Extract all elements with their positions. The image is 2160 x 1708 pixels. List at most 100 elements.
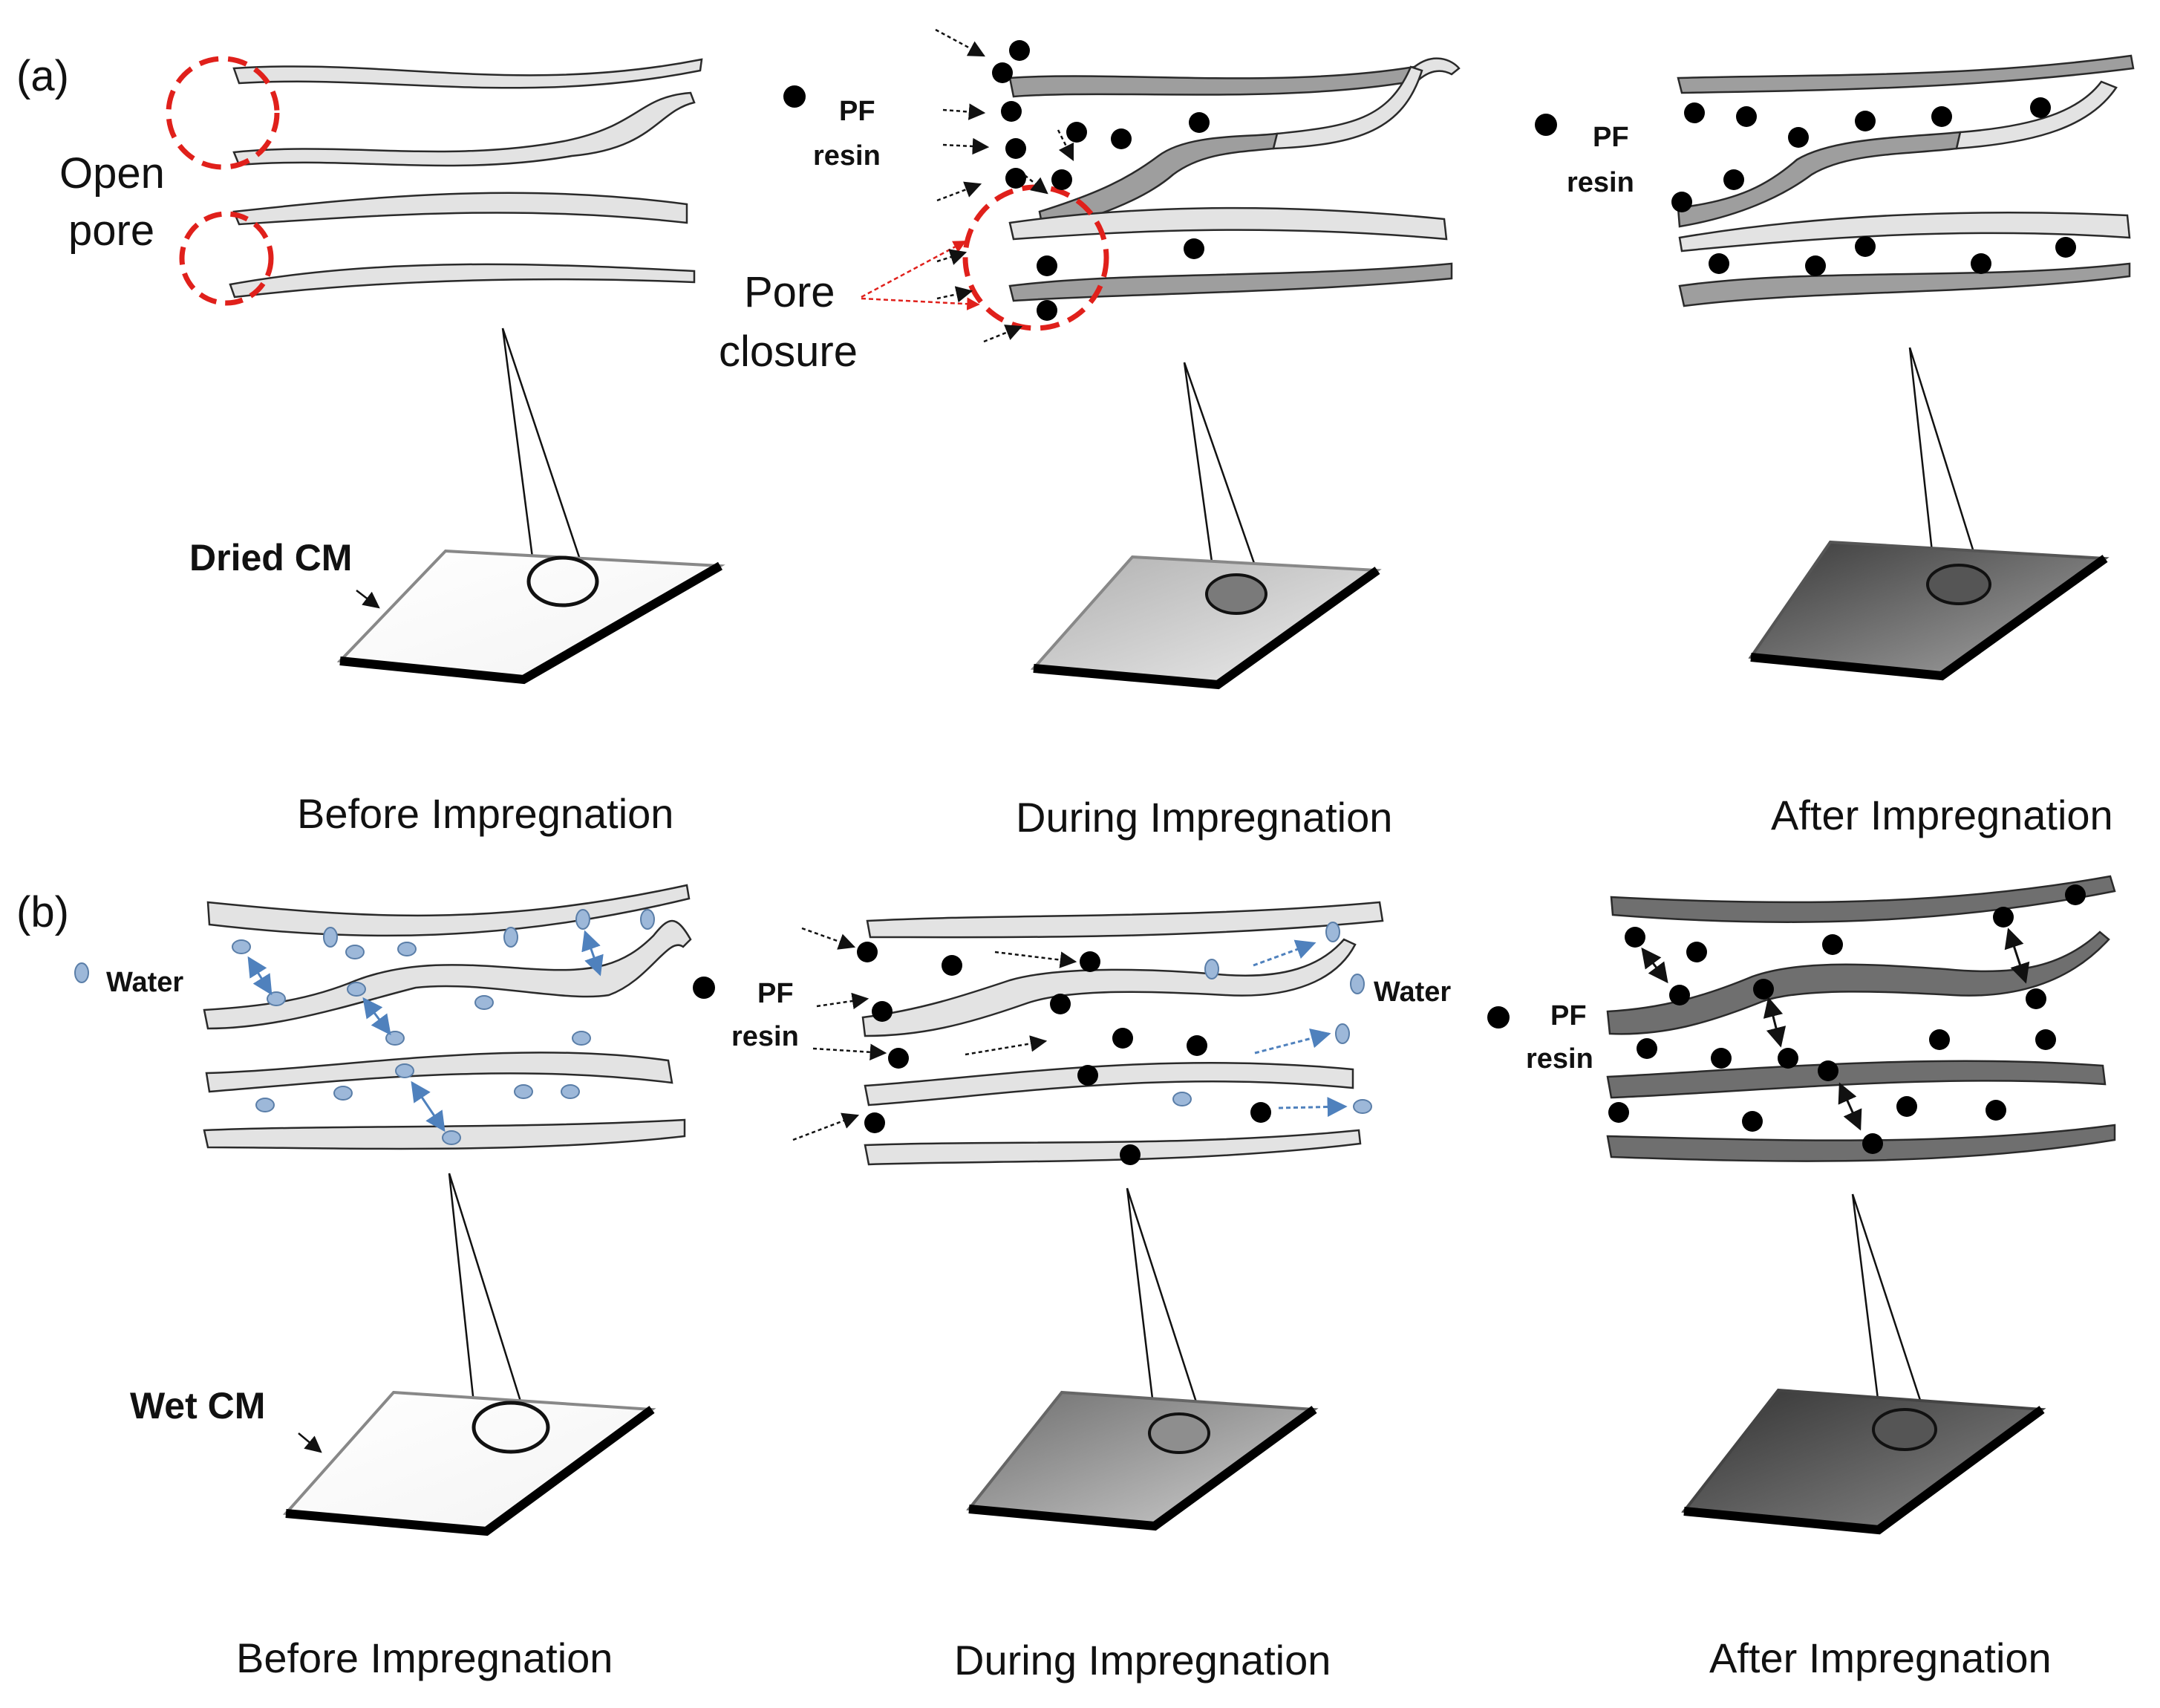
panel-b-before-sample: Wet CM <box>130 1173 656 1536</box>
water-droplet <box>347 982 366 997</box>
water-droplet <box>333 1086 353 1101</box>
pf-resin-legend-dot <box>1487 1006 1510 1029</box>
fiber <box>1606 930 2110 1035</box>
water-exchange-arrow <box>581 930 604 977</box>
resin-dot <box>1862 1133 1883 1154</box>
sample-plate <box>1681 1388 2046 1532</box>
water-droplet <box>572 1031 591 1046</box>
panel-b-after-sample <box>1681 1193 2046 1535</box>
sample-plate <box>966 1390 1319 1528</box>
wet-cm-arrow <box>298 1432 322 1453</box>
resin-dot <box>1005 168 1026 189</box>
resin-dot <box>1051 169 1072 190</box>
wet-cm-label: Wet CM <box>130 1385 265 1427</box>
magnifier-spot <box>526 555 599 607</box>
pf-resin-label-line1: PF <box>757 978 794 1009</box>
panel-a-tag: (a) <box>16 52 69 100</box>
pf-resin-label-line1: PF <box>1593 122 1629 153</box>
resin-dot <box>2065 884 2086 905</box>
fiber <box>206 884 691 937</box>
resin-flow-arrow <box>983 325 1023 343</box>
sample-plate <box>336 549 725 682</box>
plate-edge <box>1033 567 1380 690</box>
resin-dot <box>864 1112 885 1133</box>
water-droplet <box>1172 1092 1192 1106</box>
pore-closure-label-line1: Pore <box>744 268 835 316</box>
plate-edge <box>339 561 723 685</box>
panel-b-before-water <box>74 909 655 1145</box>
panel-b-tag: (b) <box>16 888 69 936</box>
resin-dot <box>1608 1102 1629 1123</box>
pf-resin-label-line2: resin <box>1526 1043 1593 1075</box>
open-pore-circle-bottom <box>179 211 274 306</box>
resin-dot <box>1669 985 1690 1005</box>
panel-a-during-fibers <box>1008 57 1461 302</box>
fiber <box>861 938 1357 1037</box>
panel-b-during-fibers <box>861 901 1384 1166</box>
water-exchange-arrow <box>247 956 273 996</box>
resin-dot <box>1993 907 2014 928</box>
pore-closure-label-line2: closure <box>719 327 858 376</box>
pf-resin-label-line2: resin <box>1567 167 1634 198</box>
resin-dot <box>2055 237 2076 258</box>
resin-dot <box>1005 138 1026 159</box>
fiber <box>1606 1060 2107 1099</box>
magnifier-cone <box>1126 1187 1206 1428</box>
resin-dot <box>1066 122 1087 143</box>
water-outflow-arrow <box>1254 1029 1331 1055</box>
water-droplet <box>561 1084 580 1099</box>
sample-plate <box>282 1390 656 1533</box>
resin-flow-arrow <box>994 951 1077 968</box>
resin-dot <box>1818 1060 1838 1081</box>
open-pore-label-line1: Open <box>59 149 165 198</box>
resin-dot <box>1788 127 1809 148</box>
resin-dot <box>1080 951 1100 972</box>
resin-dot <box>942 955 962 976</box>
resin-dot <box>1822 934 1843 955</box>
panel-b-during-water <box>1172 922 1372 1118</box>
resin-dot <box>1184 238 1204 259</box>
fiber <box>1272 65 1423 150</box>
resin-flow-arrow <box>936 181 982 202</box>
water-droplet <box>474 995 494 1010</box>
water-exchange-arrow <box>411 1080 446 1132</box>
water-droplet <box>323 927 338 948</box>
panel-b-before-fibers <box>203 884 692 1150</box>
fiber <box>1678 262 2131 307</box>
resin-dot <box>1684 102 1705 123</box>
water-droplet <box>345 945 365 959</box>
resin-dot <box>1037 300 1057 321</box>
resin-flow-arrow <box>1024 175 1048 195</box>
open-pore-label-line2: pore <box>68 206 154 255</box>
resin-dot <box>2026 988 2046 1009</box>
caption-a-during: During Impregnation <box>1016 794 1392 841</box>
resin-dot <box>1112 1028 1133 1049</box>
water-droplet <box>1325 922 1340 942</box>
resin-dot <box>1009 40 1030 61</box>
resin-flow-arrow <box>792 1112 860 1141</box>
panel-b-after-fibers <box>1606 875 2116 1162</box>
fiber <box>203 919 692 1030</box>
resin-flow-arrow <box>816 992 869 1010</box>
caption-b-before: Before Impregnation <box>236 1634 613 1681</box>
resin-dot <box>1671 192 1692 212</box>
resin-dot <box>1050 994 1071 1014</box>
fiber <box>864 1129 1362 1166</box>
resin-dot <box>1742 1111 1763 1132</box>
water-droplet <box>1204 959 1219 980</box>
water-droplet <box>1353 1099 1372 1114</box>
fiber <box>864 1061 1354 1106</box>
water-droplet <box>514 1084 533 1099</box>
magnifier-spot <box>1872 1408 1937 1451</box>
fiber <box>232 58 703 89</box>
resin-dot <box>1077 1065 1098 1086</box>
resin-dot <box>992 62 1013 83</box>
resin-exchange-arrow <box>2004 928 2030 984</box>
resin-dot <box>1637 1038 1657 1059</box>
pf-resin-legend-dot <box>1535 114 1557 136</box>
magnifier-cone <box>1908 347 1986 586</box>
panel-a-during-resin <box>935 28 1210 343</box>
plate-edge <box>968 1406 1317 1531</box>
